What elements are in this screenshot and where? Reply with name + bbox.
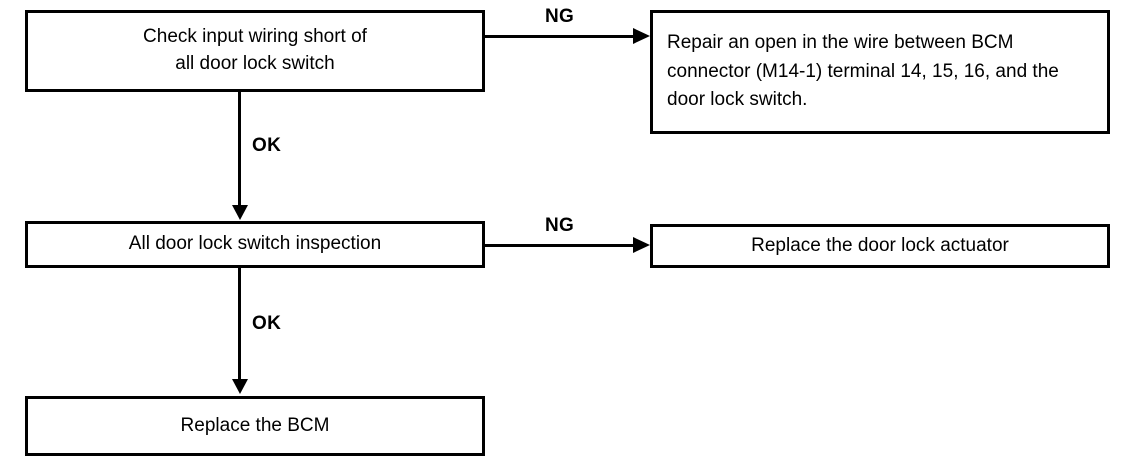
node-check-input-wiring-label: Check input wiring short of all door loc… [143, 26, 367, 74]
node-repair-open-wire-label: Repair an open in the wire between BCM c… [667, 32, 1059, 111]
edge-ng-top-arrowhead [633, 28, 650, 44]
edge-label-ng-top: NG [545, 6, 575, 27]
node-replace-bcm-label: Replace the BCM [180, 414, 330, 436]
edge-ok-top-arrowhead [232, 205, 248, 220]
edge-ng-middle-line [485, 244, 635, 247]
edge-ng-top-line [485, 35, 635, 38]
edge-label-ng-middle: NG [545, 215, 575, 236]
node-replace-door-lock-actuator[interactable]: Replace the door lock actuator [650, 224, 1110, 268]
edge-ok-middle-arrowhead [232, 379, 248, 394]
edge-ng-middle-arrowhead [633, 237, 650, 253]
edge-label-ok-middle: OK [252, 313, 282, 334]
edge-ok-middle-line [238, 268, 241, 381]
edge-label-ok-top: OK [252, 135, 282, 156]
node-check-input-wiring[interactable]: Check input wiring short of all door loc… [25, 10, 485, 92]
node-all-door-lock-switch-inspection[interactable]: All door lock switch inspection [25, 221, 485, 268]
node-replace-bcm[interactable]: Replace the BCM [25, 396, 485, 456]
node-repair-open-wire[interactable]: Repair an open in the wire between BCM c… [650, 10, 1110, 134]
edge-ok-top-line [238, 92, 241, 207]
node-replace-door-lock-actuator-label: Replace the door lock actuator [751, 234, 1009, 256]
node-all-door-lock-switch-inspection-label: All door lock switch inspection [128, 233, 382, 255]
